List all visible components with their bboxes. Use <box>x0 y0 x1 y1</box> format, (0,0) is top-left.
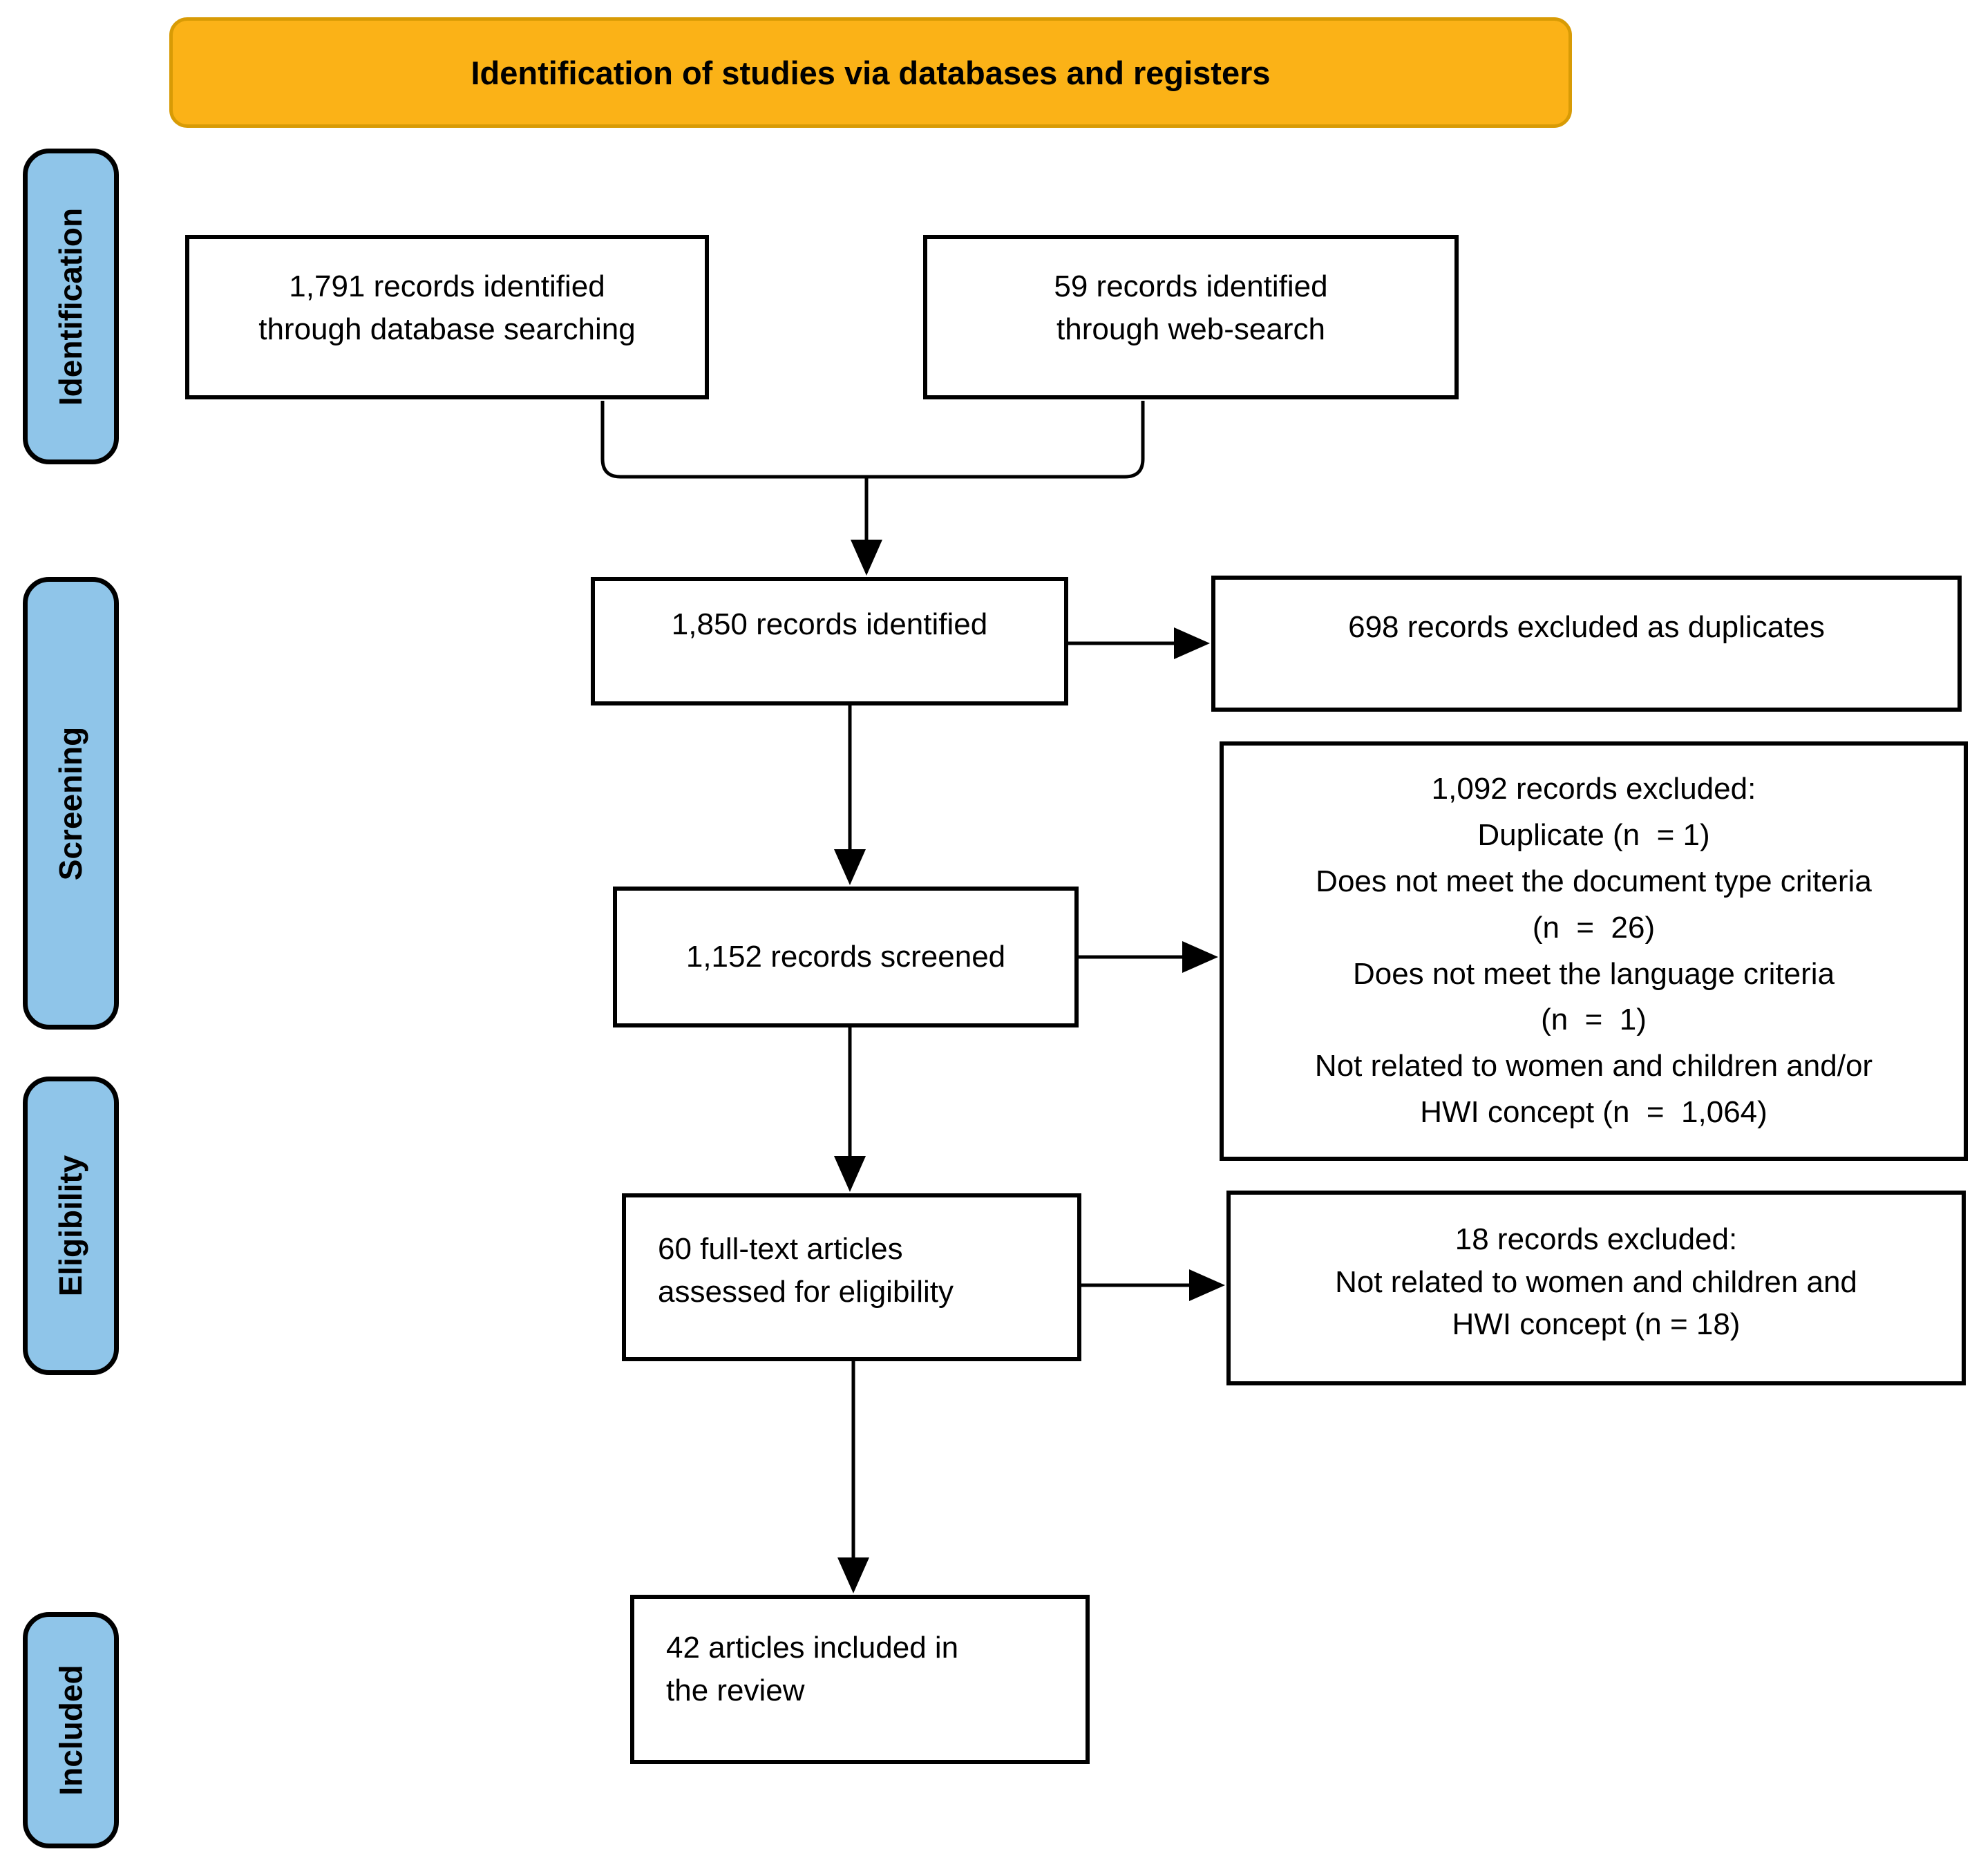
box-fulltext-assessed-text: 60 full-text articles assessed for eligi… <box>658 1232 954 1309</box>
box-records-identified: 1,850 records identified <box>591 577 1068 705</box>
box-fulltext-excluded: 18 records excluded: Not related to wome… <box>1226 1191 1966 1385</box>
arrow-merge-to-identified <box>851 477 882 576</box>
stage-eligibility: Eligibility <box>23 1077 119 1375</box>
box-records-screened: 1,152 records screened <box>613 887 1079 1027</box>
arrow-fulltext-to-excluded <box>1081 1269 1225 1301</box>
box-articles-included-text: 42 articles included in the review <box>666 1631 959 1707</box>
box-records-identified-text: 1,850 records identified <box>671 607 988 641</box>
box-fulltext-excluded-text: 18 records excluded: Not related to wome… <box>1335 1222 1857 1342</box>
stage-included: Included <box>23 1612 119 1848</box>
box-records-screened-text: 1,152 records screened <box>685 940 1006 974</box>
arrow-screened-to-excluded <box>1079 941 1218 973</box>
arrow-identified-to-screened <box>834 705 866 885</box>
box-fulltext-assessed: 60 full-text articles assessed for eligi… <box>622 1193 1081 1361</box>
box-duplicates-excluded-text: 698 records excluded as duplicates <box>1348 610 1825 644</box>
stage-included-label: Included <box>53 1665 89 1796</box>
connector-merge-bracket <box>600 401 1145 479</box>
box-screening-excluded: 1,092 records excluded: Duplicate (n = 1… <box>1220 741 1968 1161</box>
box-database-search: 1,791 records identified through databas… <box>185 235 709 399</box>
stage-screening: Screening <box>23 577 119 1030</box>
box-articles-included: 42 articles included in the review <box>630 1595 1090 1764</box>
arrow-screened-to-fulltext <box>834 1027 866 1192</box>
banner-title: Identification of studies via databases … <box>471 54 1271 91</box>
box-screening-excluded-text: 1,092 records excluded: Duplicate (n = 1… <box>1314 772 1873 1130</box>
box-database-search-text: 1,791 records identified through databas… <box>258 269 636 346</box>
box-web-search: 59 records identified through web-search <box>923 235 1459 399</box>
stage-identification-label: Identification <box>53 207 89 406</box>
stage-eligibility-label: Eligibility <box>53 1155 89 1297</box>
box-web-search-text: 59 records identified through web-search <box>1054 269 1328 346</box>
stage-identification: Identification <box>23 149 119 464</box>
banner: Identification of studies via databases … <box>169 17 1572 128</box>
box-duplicates-excluded: 698 records excluded as duplicates <box>1211 576 1962 712</box>
arrow-identified-to-duplicates <box>1068 627 1210 659</box>
stage-screening-label: Screening <box>53 726 89 880</box>
arrow-fulltext-to-included <box>837 1361 869 1593</box>
